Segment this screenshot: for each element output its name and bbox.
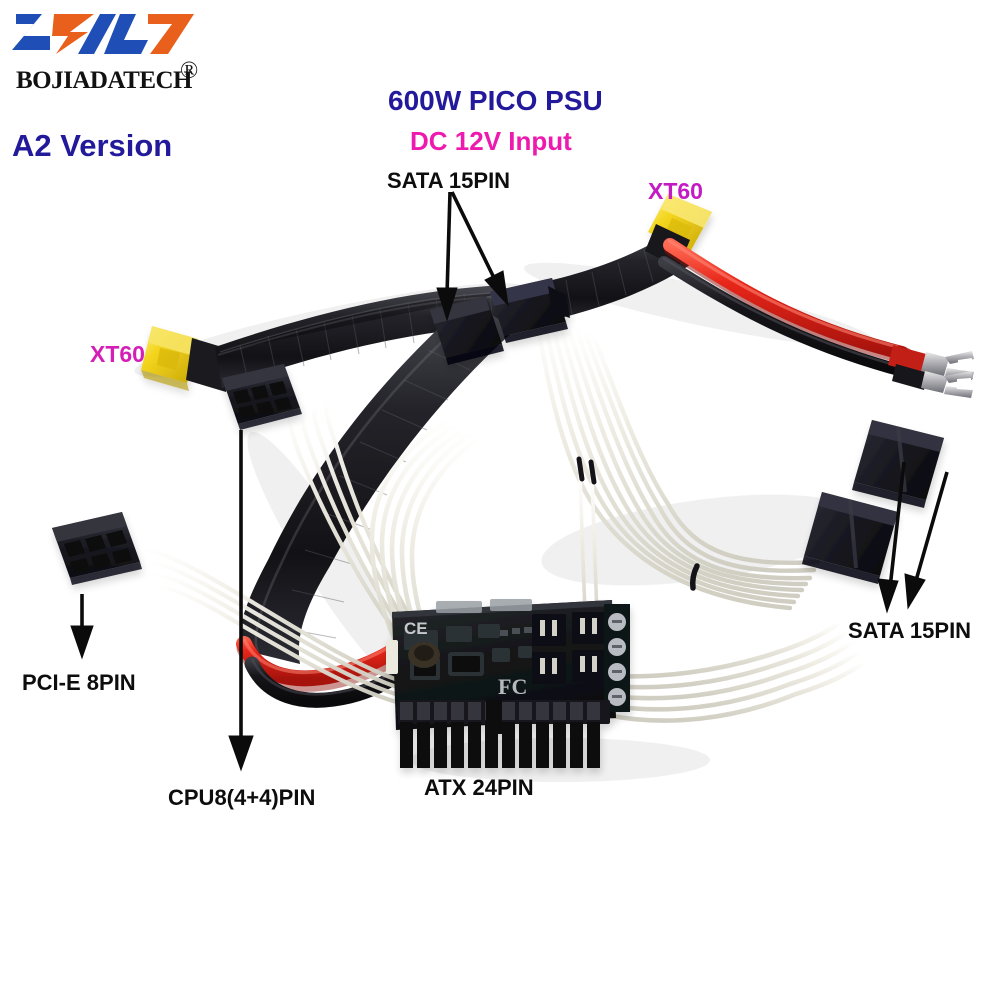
label-xt60-right: XT60 [648, 178, 703, 204]
registered-mark: ® [180, 58, 199, 84]
cpu-8pin-connector [222, 364, 302, 430]
sata-connector-center-right [490, 278, 570, 343]
xt60-connector-left [141, 326, 198, 391]
pico-psu-pcb: CE FC [386, 599, 630, 768]
label-atx-24pin: ATX 24PIN [424, 775, 534, 800]
brand-logo: BOJIADATECH ® [8, 10, 223, 95]
label-cpu-8pin: CPU8(4+4)PIN [168, 785, 316, 810]
label-sata-top: SATA 15PIN [387, 168, 511, 193]
version-label: A2 Version [12, 128, 173, 163]
brand-name: BOJIADATECH [16, 67, 193, 94]
input-subtitle: DC 12V Input [410, 126, 572, 156]
label-pcie-8pin: PCI-E 8PIN [22, 670, 136, 695]
svg-text:CE: CE [404, 619, 428, 638]
sata-connector-right-lower [802, 492, 898, 584]
product-title: 600W PICO PSU [388, 85, 603, 116]
svg-text:FC: FC [498, 674, 527, 699]
bojiadatech-logo-icon [12, 14, 194, 54]
spade-terminal-black [892, 364, 973, 398]
pcie-8pin-connector [52, 512, 142, 585]
label-xt60-left: XT60 [90, 341, 145, 367]
label-sata-right: SATA 15PIN [848, 618, 972, 643]
